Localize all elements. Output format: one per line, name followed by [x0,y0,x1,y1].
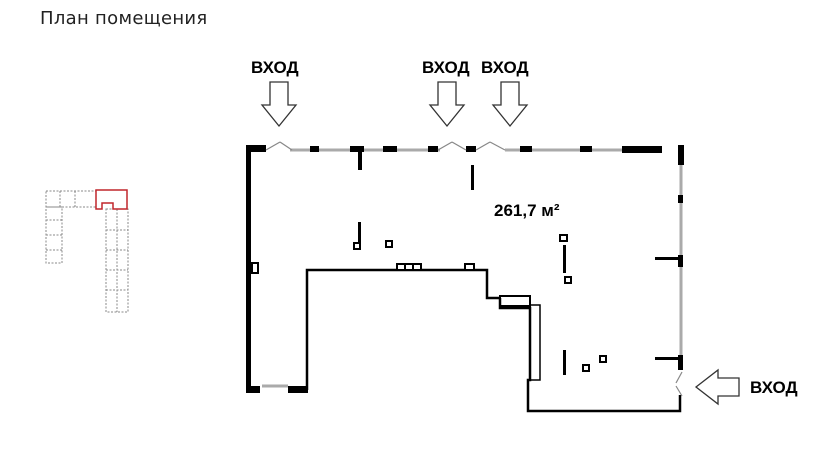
highlighted-unit [95,189,128,210]
entrance-label: ВХОД [251,58,299,77]
arrow-left-icon [694,368,740,406]
doors [265,141,683,397]
arrow-down-icon [428,81,466,128]
walls [246,145,684,393]
arrow-down-icon [260,81,298,128]
area-label: 261,7 м² [494,201,560,220]
arrow-down-icon [491,81,529,128]
columns [251,234,607,372]
page-title: План помещения [40,8,208,29]
entrance-label: ВХОД [422,58,470,77]
entrance-label: ВХОД [750,378,798,397]
entrance-label: ВХОД [481,58,529,77]
inner-walls [305,268,682,413]
